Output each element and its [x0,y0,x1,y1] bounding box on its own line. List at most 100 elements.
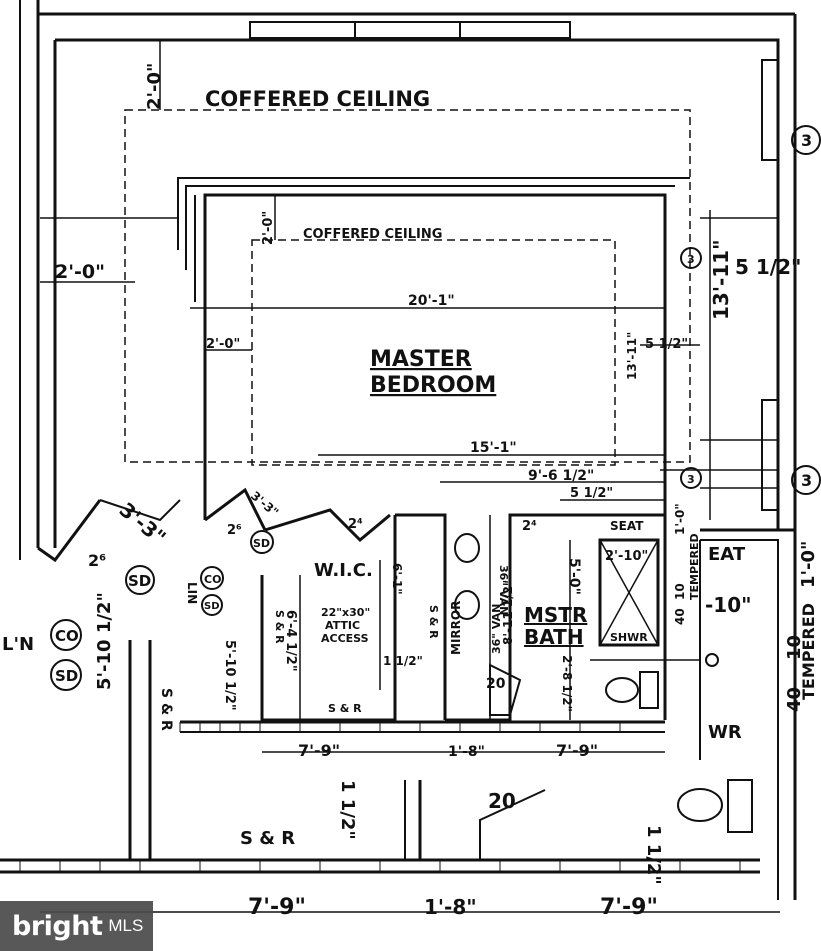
marker-circle-icon [680,247,702,269]
marker-circle-icon [791,465,821,495]
label-sd: SD [204,601,220,612]
dim-8-11-half: 8'-11 1/2" [501,580,515,645]
sink-icon [454,533,480,563]
label-sd: SD [128,572,151,590]
dim-13-11: 13'-11" [709,239,733,320]
dim-10: 10 [673,583,687,600]
dim-1-half: 1 1/2" [337,780,358,840]
dim-5-0: 5'-0" [566,558,582,595]
dim-20-1: 20'-1" [408,293,455,309]
label-shwr-right: WR [708,722,742,743]
label-sr: S & R [273,610,286,644]
window-top [249,21,571,39]
label-lin: LIN [185,582,199,604]
dim-7-9: 7'-9" [600,895,658,920]
dim-40: 40 [673,608,687,625]
watermark-brand: bright [12,910,103,942]
dim-2-10: -10" [705,593,752,617]
label-attic-3: ACCESS [321,632,369,645]
label-seat: SEAT [610,519,644,533]
sink-icon [454,590,480,620]
dim-1-8: 1'-8" [424,895,477,919]
dim-door: 2⁶ [227,523,242,538]
dim-10: 10 [784,635,805,660]
label-sd: SD [55,667,78,685]
dim-1-0: 1'-0" [673,503,687,535]
dim-door: 2⁴ [522,519,537,534]
dim-3-3: 3'-3" [115,497,171,549]
dim-5-half: 5 1/2" [645,337,688,352]
dim-2-0: 2'-0" [55,261,105,283]
label-co: CO [204,573,221,586]
walls [0,0,797,900]
dim-15-1: 15'-1" [470,440,517,456]
toilet-icon [605,677,639,703]
marker-number: 3 [801,131,812,150]
co-icon [50,619,82,651]
label-sr: S & R [328,702,362,715]
dim-door: 20 [488,789,516,813]
wall-top-inner [55,38,780,530]
coffered-outline-outer [124,109,691,463]
label-van-left: 36" VAN [490,604,503,654]
sd-icon [250,530,274,554]
dim-5-half: 5 1/2" [735,255,801,279]
dimension-lines [40,40,780,913]
dim-7-9: 7'-9" [298,741,340,760]
label-sr: S & R [427,605,440,639]
dim-door: 2⁶ [88,551,106,570]
dim-5-half: 5 1/2" [570,486,613,501]
wall-bedroom [203,193,667,520]
label-master: MASTER [370,347,472,372]
dim-40: 40 [784,687,805,712]
wall-wic [260,515,397,722]
toilet-icon [677,788,723,822]
label-tempered-inner: TEMPERED [688,533,701,600]
brightmls-watermark: bright MLS [0,901,153,951]
sd-icon [125,565,155,595]
dim-2-0: 2'-0" [144,63,165,110]
dim-door: 2⁴ [348,517,363,532]
label-shwr: SHWR [610,631,648,644]
dim-9-6-half: 9'-6 1/2" [528,468,594,484]
label-mirror: MIRROR [449,601,463,655]
dim-6-4-half: 6'-4 1/2" [283,610,298,672]
label-attic-1: 22"x30" [321,606,370,619]
window-right-2 [761,399,779,511]
sd-icon [50,659,82,691]
label-sr: S & R [158,688,174,731]
watermark-suffix: MLS [108,916,144,935]
coffered-outline-inner [251,239,616,466]
label-sd: SD [253,537,270,550]
marker-number: 3 [687,473,695,486]
label-coffered-inner: COFFERED CEILING [303,227,442,242]
label-van-right: 36" VAN [497,565,510,615]
label-lin-left: L'N [2,634,34,655]
dim-door: 20 [486,676,506,692]
marker-number: 3 [801,471,812,490]
label-attic-2: ATTIC [325,619,360,632]
label-tempered-outer: TEMPERED [799,603,818,700]
dim-5-10-half: 5'-10 1/2" [222,640,237,711]
hatching [19,722,741,872]
shower [598,538,660,647]
dim-2-0: 2'-0" [206,337,240,352]
dim-1-half: 1 1/2" [643,825,664,885]
circle-markers [50,125,821,691]
dim-1-8: 1'-8" [448,744,485,760]
marker-circle-icon [680,467,702,489]
dim-6-1: 6'-1" [390,563,404,595]
label-wic: W.I.C. [314,560,373,581]
dim-13-11: 13'-11" [625,332,639,380]
label-coffered-outer: COFFERED CEILING [205,87,430,111]
dim-7-9: 7'-9" [556,741,598,760]
sd-icon [201,594,223,616]
label-seat-right: EAT [708,544,746,565]
dim-7-9: 7'-9" [248,895,306,920]
label-mstr: MSTR [524,603,587,627]
dim-1-0: 1'-0" [798,541,819,588]
co-icon [200,566,224,590]
dim-2-0: 2'-0" [261,211,276,245]
label-bath: BATH [524,625,584,649]
